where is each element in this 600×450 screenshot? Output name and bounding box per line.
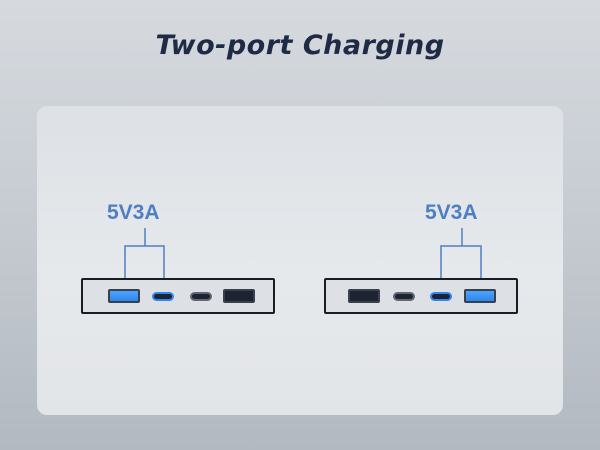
charger-left [81,278,275,314]
charger-right [324,278,518,314]
usb-a-port-active-icon [108,289,140,303]
output-label-right: 5V3A [425,201,478,224]
output-label-left: 5V3A [107,201,160,224]
usb-c-port-icon [190,292,212,301]
usb-a-port-active-icon [464,289,496,303]
usb-c-port-active-icon [430,292,452,301]
usb-c-port-active-icon [152,292,174,301]
usb-c-port-icon [393,292,415,301]
usb-a-port-icon [348,289,380,303]
page-title: Two-port Charging [155,30,445,61]
usb-a-port-icon [223,289,255,303]
